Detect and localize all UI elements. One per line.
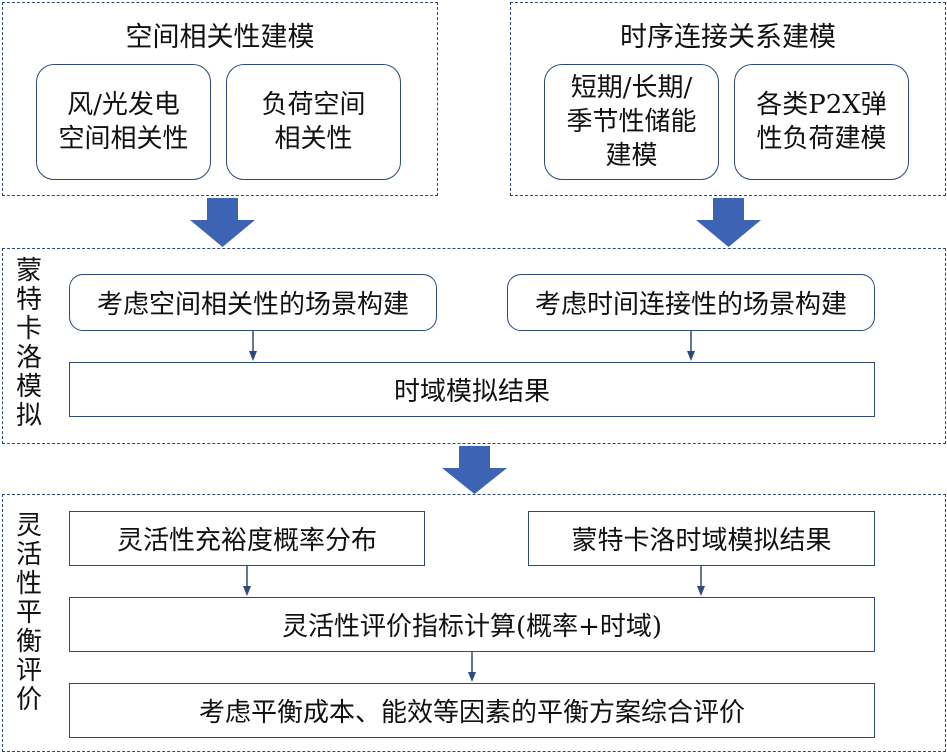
big-down-arrow-middle bbox=[442, 446, 507, 494]
load-spatial-correlation-box: 负荷空间 相关性 bbox=[226, 64, 401, 180]
storage-modeling-box: 短期/长期/ 季节性储能 建模 bbox=[544, 64, 719, 180]
spatial-correlation-title: 空间相关性建模 bbox=[125, 22, 315, 53]
probability-distribution-box: 灵活性充裕度概率分布 bbox=[69, 511, 425, 566]
temporal-scenario-box: 考虑时间连接性的场景构建 bbox=[507, 274, 875, 331]
indicator-calculation-box: 灵活性评价指标计算(概率+时域) bbox=[69, 597, 875, 652]
wind-solar-correlation-box: 风/光发电 空间相关性 bbox=[36, 64, 211, 180]
big-down-arrow-left bbox=[190, 198, 255, 247]
monte-carlo-section bbox=[2, 248, 946, 444]
big-down-arrow-right bbox=[696, 198, 761, 247]
monte-carlo-result-box: 蒙特卡洛时域模拟结果 bbox=[528, 511, 875, 566]
spatial-correlation-section bbox=[2, 2, 438, 196]
p2x-load-modeling-box: 各类P2X弹 性负荷建模 bbox=[734, 64, 909, 180]
time-domain-result-box: 时域模拟结果 bbox=[69, 362, 875, 417]
temporal-connection-section bbox=[510, 2, 946, 196]
temporal-connection-title: 时序连接关系建模 bbox=[620, 22, 836, 53]
spatial-scenario-box: 考虑空间相关性的场景构建 bbox=[69, 274, 437, 331]
monte-carlo-side-label: 蒙特卡洛模拟 bbox=[15, 256, 42, 431]
evaluation-side-label: 灵活性平衡评价 bbox=[15, 511, 42, 715]
flexibility-evaluation-section bbox=[2, 494, 946, 752]
comprehensive-evaluation-box: 考虑平衡成本、能效等因素的平衡方案综合评价 bbox=[69, 683, 875, 738]
